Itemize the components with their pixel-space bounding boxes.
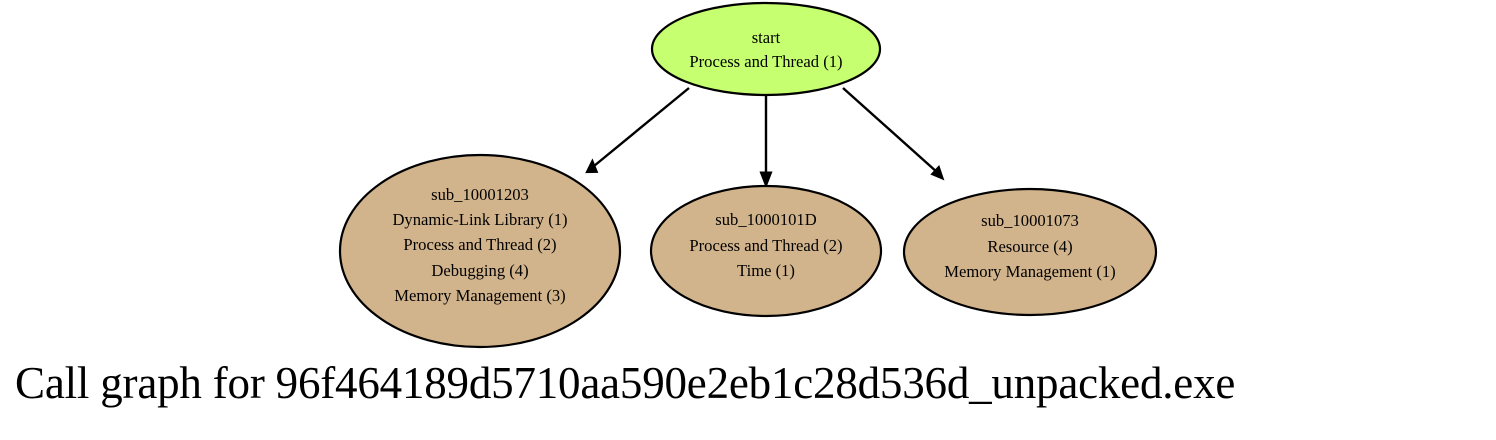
arrowhead-icon <box>930 165 945 181</box>
node-start-label-line-2: Process and Thread (1) <box>689 52 842 71</box>
node-sub_1000101D-label-line-3: Time (1) <box>737 261 795 280</box>
arrowhead-icon <box>759 171 773 189</box>
node-sub_10001073-label-line-3: Memory Management (1) <box>944 262 1115 281</box>
node-sub_10001203-shape[interactable] <box>338 153 622 349</box>
node-sub_10001203-label-line-5: Memory Management (3) <box>394 286 565 305</box>
edge-group <box>585 87 945 189</box>
node-sub_10001073[interactable]: sub_10001073 Resource (4) Memory Managem… <box>902 187 1158 317</box>
node-sub_10001203-label-line-1: sub_10001203 <box>431 185 529 204</box>
node-sub_10001073-label-line-1: sub_10001073 <box>981 211 1079 230</box>
node-sub_10001073-shape[interactable] <box>902 187 1158 317</box>
node-group: start Process and Thread (1) sub_1000120… <box>338 1 1158 349</box>
graph-caption: Call graph for 96f464189d5710aa590e2eb1c… <box>15 358 1235 408</box>
edge-line <box>842 87 939 174</box>
edge-start-to-sub_10001073[interactable] <box>842 87 945 181</box>
arrowhead-icon <box>585 158 599 174</box>
node-sub_10001073-label-line-2: Resource (4) <box>987 237 1072 256</box>
node-start-shape[interactable] <box>650 1 882 97</box>
node-start-label-line-1: start <box>752 28 781 47</box>
node-sub_10001203-label-line-2: Dynamic-Link Library (1) <box>392 210 567 229</box>
node-start[interactable]: start Process and Thread (1) <box>650 1 882 97</box>
node-sub_1000101D[interactable]: sub_1000101D Process and Thread (2) Time… <box>649 184 883 318</box>
edge-start-to-sub_1000101D[interactable] <box>759 95 773 189</box>
node-sub_10001203[interactable]: sub_10001203 Dynamic-Link Library (1) Pr… <box>338 153 622 349</box>
node-sub_1000101D-label-line-1: sub_1000101D <box>715 210 816 229</box>
node-sub_1000101D-label-line-2: Process and Thread (2) <box>689 236 842 255</box>
node-sub_1000101D-shape[interactable] <box>649 184 883 318</box>
edge-line <box>593 87 690 167</box>
node-sub_10001203-label-line-4: Debugging (4) <box>431 261 528 280</box>
node-sub_10001203-label-line-3: Process and Thread (2) <box>403 235 556 254</box>
edge-start-to-sub_10001203[interactable] <box>585 87 690 174</box>
